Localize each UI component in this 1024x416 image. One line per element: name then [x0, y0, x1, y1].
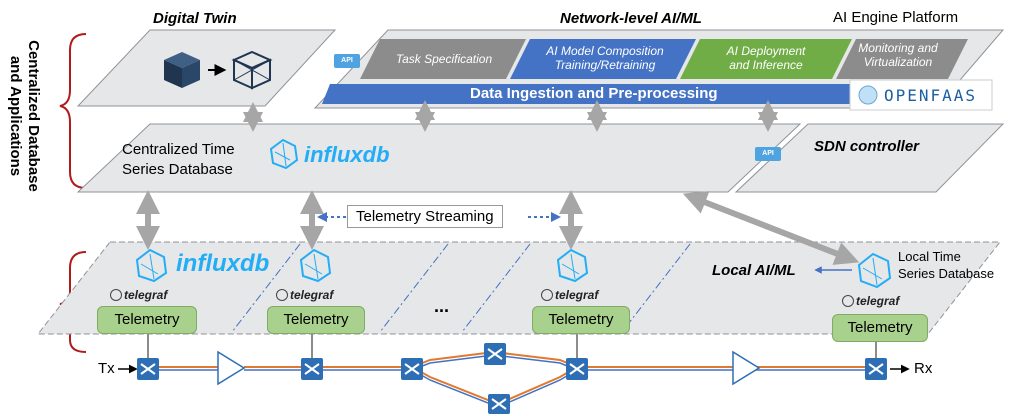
telegraf-tag-1: telegraf	[110, 288, 167, 302]
sdn-controller-label: SDN controller	[814, 138, 920, 155]
digital-twin-title: Digital Twin	[153, 10, 237, 27]
influx-hex-icon	[269, 138, 299, 170]
ai-engine-title: AI Engine Platform	[833, 9, 959, 26]
telemetry-box-4: Telemetry	[832, 314, 928, 342]
influx-hex-icon	[556, 248, 589, 283]
local-db-line2: Series Database	[898, 266, 995, 281]
switch-icon-5	[566, 358, 588, 380]
central-influxdb-label: influxdb	[304, 142, 390, 167]
ellipsis: ...	[434, 296, 450, 316]
amplifier-icon	[217, 350, 246, 386]
openfaas-logo-text: OPENFAAS	[884, 86, 978, 105]
stage-model-text: AI Model Composition Training/Retraining	[546, 44, 664, 72]
telegraf-label: telegraf	[124, 288, 168, 302]
local-db-line1: Local Time	[898, 249, 961, 264]
network-ai-title: Network-level AI/ML	[560, 10, 702, 27]
telegraf-label: telegraf	[856, 294, 900, 308]
side-label-line1: Centralized Database	[25, 40, 42, 192]
local-ai-label: Local AI/ML	[712, 262, 796, 279]
api-badge-sdn: API	[755, 147, 781, 161]
telegraf-icon	[842, 295, 854, 307]
data-ingestion-label: Data Ingestion and Pre-processing	[470, 85, 718, 102]
telemetry-box-2: Telemetry	[267, 306, 365, 334]
digital-twin-plane	[76, 29, 337, 107]
switch-icon-1	[137, 358, 159, 380]
api-badge-top: API	[334, 54, 360, 68]
solid-cube-icon	[164, 52, 200, 88]
stage-monitor-label: Monitoring and Virtualization	[846, 41, 950, 69]
stage-bar-model	[510, 39, 696, 79]
rx-label: Rx	[914, 360, 933, 377]
influx-hex-icon	[857, 252, 892, 289]
stage-monitor-text: Monitoring and Virtualization	[858, 41, 938, 69]
telegraf-icon	[276, 289, 288, 301]
switch-icon-7	[865, 358, 887, 380]
telegraf-label: telegraf	[555, 288, 599, 302]
sdn-plane	[734, 123, 1005, 193]
stage-bar-task	[360, 39, 526, 79]
telegraf-icon	[110, 289, 122, 301]
ingestion-bar	[322, 84, 860, 104]
bottom-brace	[59, 251, 87, 353]
tx-label: Tx	[98, 360, 115, 377]
switch-icon-3	[401, 358, 423, 380]
local-db-label: Local Time Series Database	[898, 248, 994, 282]
switch-icon-6	[488, 394, 510, 414]
telegraf-tag-3: telegraf	[541, 288, 598, 302]
wireframe-cube-icon	[231, 50, 273, 90]
telemetry-box-1: Telemetry	[97, 306, 197, 334]
influx-hex-icon	[299, 248, 332, 283]
central-db-label: Centralized Time Series Database	[122, 140, 235, 180]
local-influxdb-label: influxdb	[176, 250, 270, 277]
telegraf-label: telegraf	[290, 288, 334, 302]
switch-icon-2	[301, 358, 323, 380]
side-label-line2: and Applications	[7, 55, 24, 177]
central-db-line2: Series Database	[122, 161, 233, 178]
top-brace	[59, 33, 87, 189]
switch-icon-4	[484, 343, 506, 365]
stage-task-label: Task Specification	[395, 52, 493, 66]
telegraf-tag-2: telegraf	[276, 288, 333, 302]
fiber-link	[148, 350, 876, 408]
telegraf-icon	[541, 289, 553, 301]
telegraf-tag-4: telegraf	[842, 294, 899, 308]
stage-deploy-text: AI Deployment and Inference	[726, 44, 806, 72]
amplifier-icon	[732, 350, 761, 386]
central-db-line1: Centralized Time	[122, 141, 235, 158]
telemetry-streaming-label: Telemetry Streaming	[347, 205, 503, 228]
stage-bar-deploy	[680, 39, 852, 79]
telemetry-box-3: Telemetry	[532, 306, 630, 334]
stage-bar-monitor	[836, 39, 968, 79]
stage-deploy-label: AI Deployment and Inference	[696, 44, 836, 72]
stage-model-label: AI Model Composition Training/Retraining	[520, 44, 690, 72]
side-label: Centralized Database and Applications	[2, 36, 42, 196]
influx-hex-icon	[135, 248, 168, 283]
